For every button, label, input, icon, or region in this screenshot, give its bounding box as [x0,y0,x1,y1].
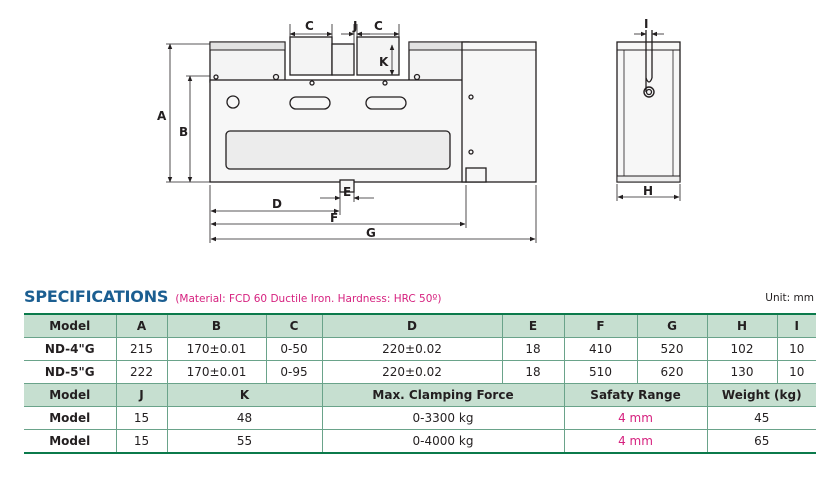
table-header-row: Model J K Max. Clamping Force Safaty Ran… [24,383,816,407]
table-cell: 15 [115,429,167,454]
table-cell: 18 [501,337,564,361]
vise-technical-drawing: A B C J C K D E F G I H [157,17,681,243]
table-cell: 510 [563,360,637,384]
header-cell: C [265,314,322,338]
dim-label-c-right: C [374,19,383,33]
dim-label-h: H [643,184,653,198]
table-row: Model 15 55 0-4000 kg 4 mm 65 [24,429,816,454]
table-cell: 222 [115,360,167,384]
table-cell: 170±0.01 [166,360,266,384]
dim-label-a: A [157,109,167,123]
dim-label-d: D [272,197,282,211]
table-row: Model 15 48 0-3300 kg 4 mm 45 [24,406,816,430]
table-cell: 410 [563,337,637,361]
dim-label-g: G [366,226,376,240]
specifications-header: SPECIFICATIONS (Material: FCD 60 Ductile… [24,287,816,307]
dim-label-j: J [352,19,357,33]
dim-label-f: F [330,211,338,225]
table-cell: 220±0.02 [321,360,502,384]
dim-label-c-left: C [305,19,314,33]
table-row: ND-4"G 215 170±0.01 0-50 220±0.02 18 410… [24,337,816,361]
specifications-table: Model A B C D E F G H I ND-4"G 215 170±0… [24,313,816,454]
table-cell: 620 [636,360,707,384]
table-cell: 10 [776,337,816,361]
table-row: ND-5"G 222 170±0.01 0-95 220±0.02 18 510… [24,360,816,384]
table-cell: 4 mm [563,429,707,454]
table-cell: 10 [776,360,816,384]
header-cell: Model [24,314,116,338]
material-note: (Material: FCD 60 Ductile Iron. Hardness… [175,293,442,305]
table-cell: 55 [166,429,322,454]
header-cell: F [563,314,637,338]
table-cell: 170±0.01 [166,337,266,361]
header-cell: E [501,314,564,338]
dim-label-i: I [644,17,648,31]
table-cell: 15 [115,406,167,430]
table-cell: 102 [706,337,777,361]
table-cell: 0-95 [265,360,322,384]
header-cell: G [636,314,707,338]
table-cell: 0-50 [265,337,322,361]
table-header-row: Model A B C D E F G H I [24,314,816,338]
table-cell: Model [24,406,116,430]
table-cell: 0-4000 kg [321,429,564,454]
table-cell: 18 [501,360,564,384]
table-cell: 4 mm [563,406,707,430]
header-cell: I [776,314,816,338]
header-cell: Max. Clamping Force [321,383,564,407]
side-view [616,30,681,183]
unit-note: Unit: mm [765,292,814,304]
table-cell: 0-3300 kg [321,406,564,430]
table-cell: 220±0.02 [321,337,502,361]
header-cell: H [706,314,777,338]
header-cell: Model [24,383,116,407]
specifications-title: SPECIFICATIONS [24,287,169,306]
dim-label-e: E [343,185,351,199]
header-cell: Safaty Range [563,383,707,407]
table-cell: Model [24,429,116,454]
table-cell: 215 [115,337,167,361]
front-view [209,36,537,193]
table-cell: 45 [706,406,816,430]
header-cell: D [321,314,502,338]
table-cell: 65 [706,429,816,454]
header-cell: J [115,383,167,407]
header-cell: B [166,314,266,338]
table-cell: ND-5"G [24,360,116,384]
header-cell: A [115,314,167,338]
dim-label-k: K [379,55,389,69]
table-cell: 520 [636,337,707,361]
table-cell: ND-4"G [24,337,116,361]
dim-label-b: B [179,125,188,139]
table-cell: 130 [706,360,777,384]
table-cell: 48 [166,406,322,430]
header-cell: Weight (kg) [706,383,816,407]
header-cell: K [166,383,322,407]
